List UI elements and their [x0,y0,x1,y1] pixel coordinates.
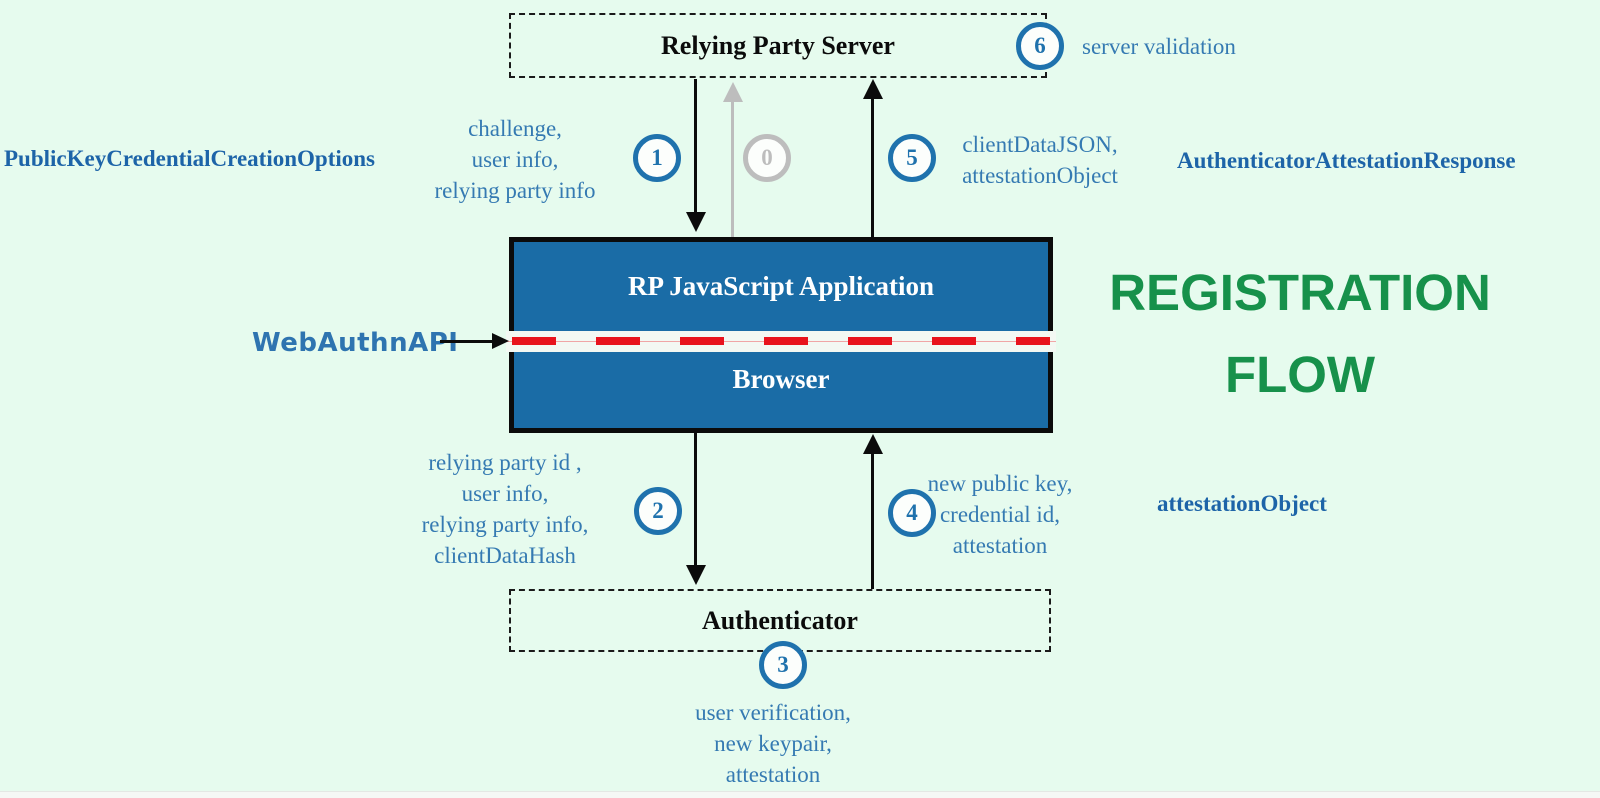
step-6-number: 6 [1034,33,1046,58]
step-1-line: relying party info [434,178,596,203]
arrow-head-down-icon [686,565,706,585]
step-2-line: relying party id , [428,450,582,475]
relying-party-server-box: Relying Party Server [509,13,1047,78]
step-2-badge: 2 [634,487,682,535]
arrow-head-down-icon [686,212,706,232]
red-dashed-line [512,337,1050,345]
arrow-line [731,100,734,237]
bottom-edge-strip [0,791,1600,798]
registration-flow-title: REGISTRATION FLOW [1065,252,1535,416]
step-1-badge: 1 [633,134,681,182]
step-0-badge: 0 [743,134,791,182]
webauthn-api-label: WebAuthnAPI [252,328,459,358]
step-1-line: user info, [471,147,559,172]
arrow-head-up-icon [863,79,883,99]
step-6-badge: 6 [1016,22,1064,70]
arrow-head-up-icon [863,434,883,454]
authenticator-label: Authenticator [702,605,858,635]
arrow-line [871,97,874,237]
step-0-number: 0 [761,145,773,170]
step-4-data-label: new public key, credential id, attestati… [880,468,1120,561]
step-2-line: relying party info, [421,512,589,537]
step-4-number: 4 [906,500,918,525]
step-1-number: 1 [651,145,663,170]
step-3-line: attestation [725,762,821,787]
rp-js-application-label: RP JavaScript Application [627,271,935,301]
server-validation-label: server validation [1082,34,1236,59]
arrow-line [440,340,498,343]
step-3-data-label: user verification, new keypair, attestat… [653,697,893,790]
arrow-head-up-icon [723,82,743,102]
title-line: REGISTRATION [1109,264,1491,321]
step-4-line: attestation [952,533,1048,558]
step-2-line: clientDataHash [434,543,576,568]
browser-label: Browser [732,364,830,394]
step-5-badge: 5 [888,134,936,182]
step-5-line: attestationObject [962,163,1118,188]
step-2-data-label: relying party id , user info, relying pa… [385,447,625,571]
step-3-number: 3 [777,652,789,677]
publickey-credential-creation-options-label: PublicKeyCredentialCreationOptions [4,146,375,171]
arrow-line [694,79,697,214]
step-5-data-label: clientDataJSON, attestationObject [920,129,1160,191]
attestation-object-label: attestationObject [1157,491,1327,516]
step-4-line: new public key, [927,471,1073,496]
arrow-line [871,452,874,589]
arrow-head-right-icon [492,333,509,349]
arrow-line [694,432,697,566]
step-3-line: user verification, [695,700,851,725]
step-2-number: 2 [652,498,664,523]
step-3-line: new keypair, [714,731,832,756]
step-4-badge: 4 [888,489,936,537]
authenticator-attestation-response-label: AuthenticatorAttestationResponse [1177,148,1516,173]
step-1-data-label: challenge, user info, relying party info [395,113,635,206]
step-1-line: challenge, [468,116,562,141]
step-5-line: clientDataJSON, [962,132,1118,157]
title-line: FLOW [1224,346,1376,403]
webauthn-api-boundary [506,331,1056,352]
step-5-number: 5 [906,145,918,170]
step-3-badge: 3 [759,641,807,689]
step-4-line: credential id, [939,502,1061,527]
step-2-line: user info, [461,481,549,506]
relying-party-server-label: Relying Party Server [661,30,895,60]
